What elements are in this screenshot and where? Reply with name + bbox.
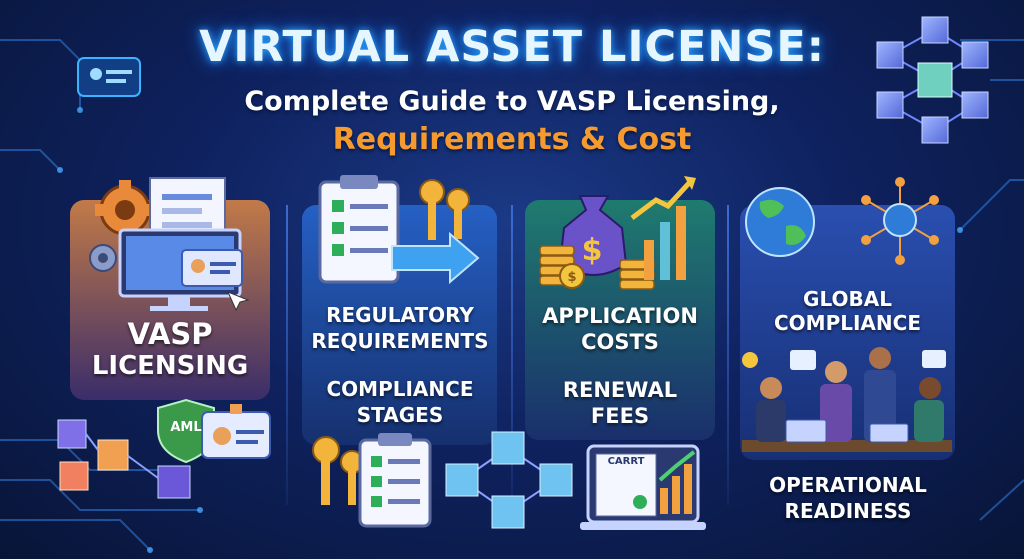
panel-4-labels-top: GLOBAL COMPLIANCE <box>740 288 955 348</box>
gear-icon <box>89 244 117 272</box>
label-readiness: READINESS <box>784 499 912 523</box>
divider <box>727 205 729 505</box>
clipboard-checklist-icon <box>318 175 400 284</box>
label-fees: FEES <box>590 404 650 428</box>
certificate-icon <box>580 444 706 530</box>
label-global: GLOBAL <box>803 287 892 311</box>
label-costs: COSTS <box>581 330 659 354</box>
svg-text:$: $ <box>582 233 603 268</box>
label-stages: STAGES <box>356 403 444 427</box>
label-compliance: COMPLIANCE <box>326 377 474 401</box>
label-licensing: LICENSING <box>91 351 249 381</box>
divider <box>286 205 288 505</box>
label-global-compliance: COMPLIANCE <box>774 311 921 335</box>
certificate-label: CARRT <box>607 456 645 467</box>
cube-network-icon <box>445 431 573 529</box>
clipboard-checklist-icon <box>358 433 432 528</box>
id-card-icon <box>77 57 141 97</box>
globe-icon <box>745 187 815 257</box>
team-meeting-icon <box>742 347 952 452</box>
key-icon <box>312 436 364 505</box>
label-operational: OPERATIONAL <box>769 473 927 497</box>
panel-4-labels-bottom: OPERATIONAL READINESS <box>732 474 964 534</box>
subtitle-line-2: Requirements & Cost <box>332 122 692 157</box>
label-application: APPLICATION <box>542 304 698 328</box>
network-icon <box>861 177 939 265</box>
key-icon <box>419 179 470 240</box>
subtitle-line-1: Complete Guide to VASP Licensing, <box>244 86 780 117</box>
panel-2-labels: REGULATORY REQUIREMENTS COMPLIANCE STAGE… <box>296 303 504 427</box>
panel-3-labels: APPLICATION COSTS RENEWAL FEES <box>518 304 722 428</box>
label-requirements: REQUIREMENTS <box>311 329 489 353</box>
divider <box>511 205 513 505</box>
id-card-icon <box>181 249 243 287</box>
panel-1-labels: VASP LICENSING <box>70 317 270 388</box>
cube-network-icon <box>876 16 989 144</box>
page-title: VIRTUAL ASSET LICENSE: <box>199 22 825 72</box>
arrow-right-icon <box>391 231 480 285</box>
label-vasp: VASP <box>127 317 213 351</box>
aml-badge-label: AML <box>170 420 202 435</box>
growth-chart-icon <box>630 176 696 280</box>
money-bag-icon: $ <box>558 195 628 276</box>
label-regulatory: REGULATORY <box>326 303 474 327</box>
label-renewal: RENEWAL <box>562 378 678 402</box>
svg-text:$: $ <box>567 270 576 285</box>
id-card-icon <box>201 404 271 459</box>
cube-network-icon <box>57 419 191 499</box>
